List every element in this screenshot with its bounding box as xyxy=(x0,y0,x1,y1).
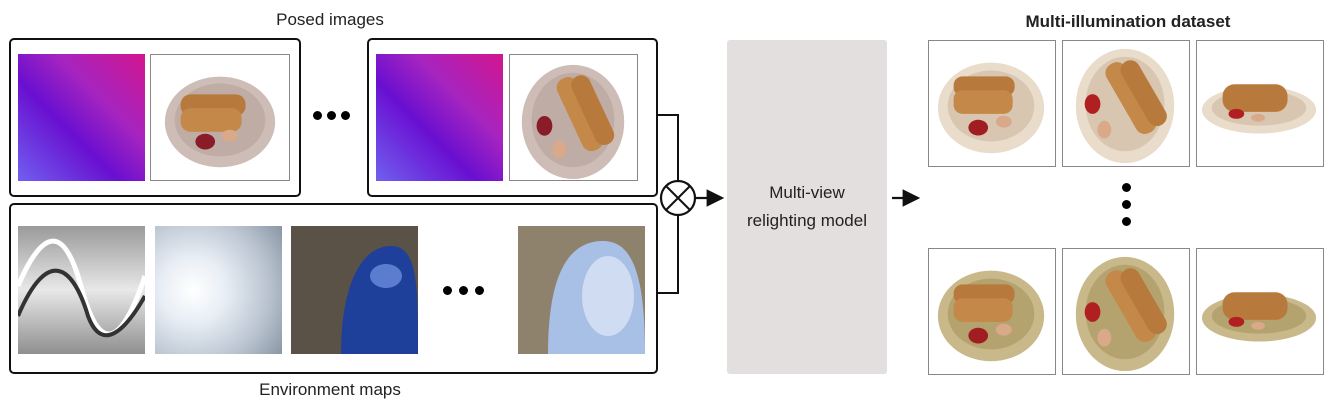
posed-connector-line xyxy=(657,114,679,181)
environment-map-4 xyxy=(518,226,645,354)
posed-image xyxy=(509,54,638,181)
environment-map-3 xyxy=(291,226,418,354)
posed-image-group-n xyxy=(367,38,658,197)
ellipsis-icon xyxy=(1122,217,1131,226)
ellipsis-icon xyxy=(475,286,484,295)
model-label-line1: Multi-view xyxy=(769,183,845,202)
environment-maps-label: Environment maps xyxy=(259,380,401,399)
ellipsis-icon xyxy=(327,111,336,120)
model-label-line2: relighting model xyxy=(746,211,867,230)
relighting-model-box: Multi-view relighting model xyxy=(727,40,887,374)
ellipsis-icon xyxy=(313,111,322,120)
posed-images-label: Posed images xyxy=(276,10,384,29)
ellipsis-icon xyxy=(341,111,350,120)
relit-image xyxy=(928,248,1056,375)
ellipsis-icon xyxy=(443,286,452,295)
dataset-title: Multi-illumination dataset xyxy=(1025,12,1231,31)
environment-maps-group xyxy=(9,203,658,374)
relit-image xyxy=(928,40,1056,167)
ellipsis-icon xyxy=(1122,183,1131,192)
environment-map-1 xyxy=(18,226,145,354)
ellipsis-icon xyxy=(459,286,468,295)
relit-image xyxy=(1196,248,1324,375)
relit-image xyxy=(1062,40,1190,167)
circled-times-icon xyxy=(659,179,697,217)
posed-image xyxy=(150,54,290,181)
env-connector-line xyxy=(657,215,679,294)
pose-encoding-map xyxy=(376,54,503,181)
posed-image-group-1 xyxy=(9,38,301,197)
relit-image xyxy=(1062,248,1190,375)
environment-map-2 xyxy=(155,226,282,354)
pose-encoding-map xyxy=(18,54,145,181)
ellipsis-icon xyxy=(1122,200,1131,209)
relit-image xyxy=(1196,40,1324,167)
